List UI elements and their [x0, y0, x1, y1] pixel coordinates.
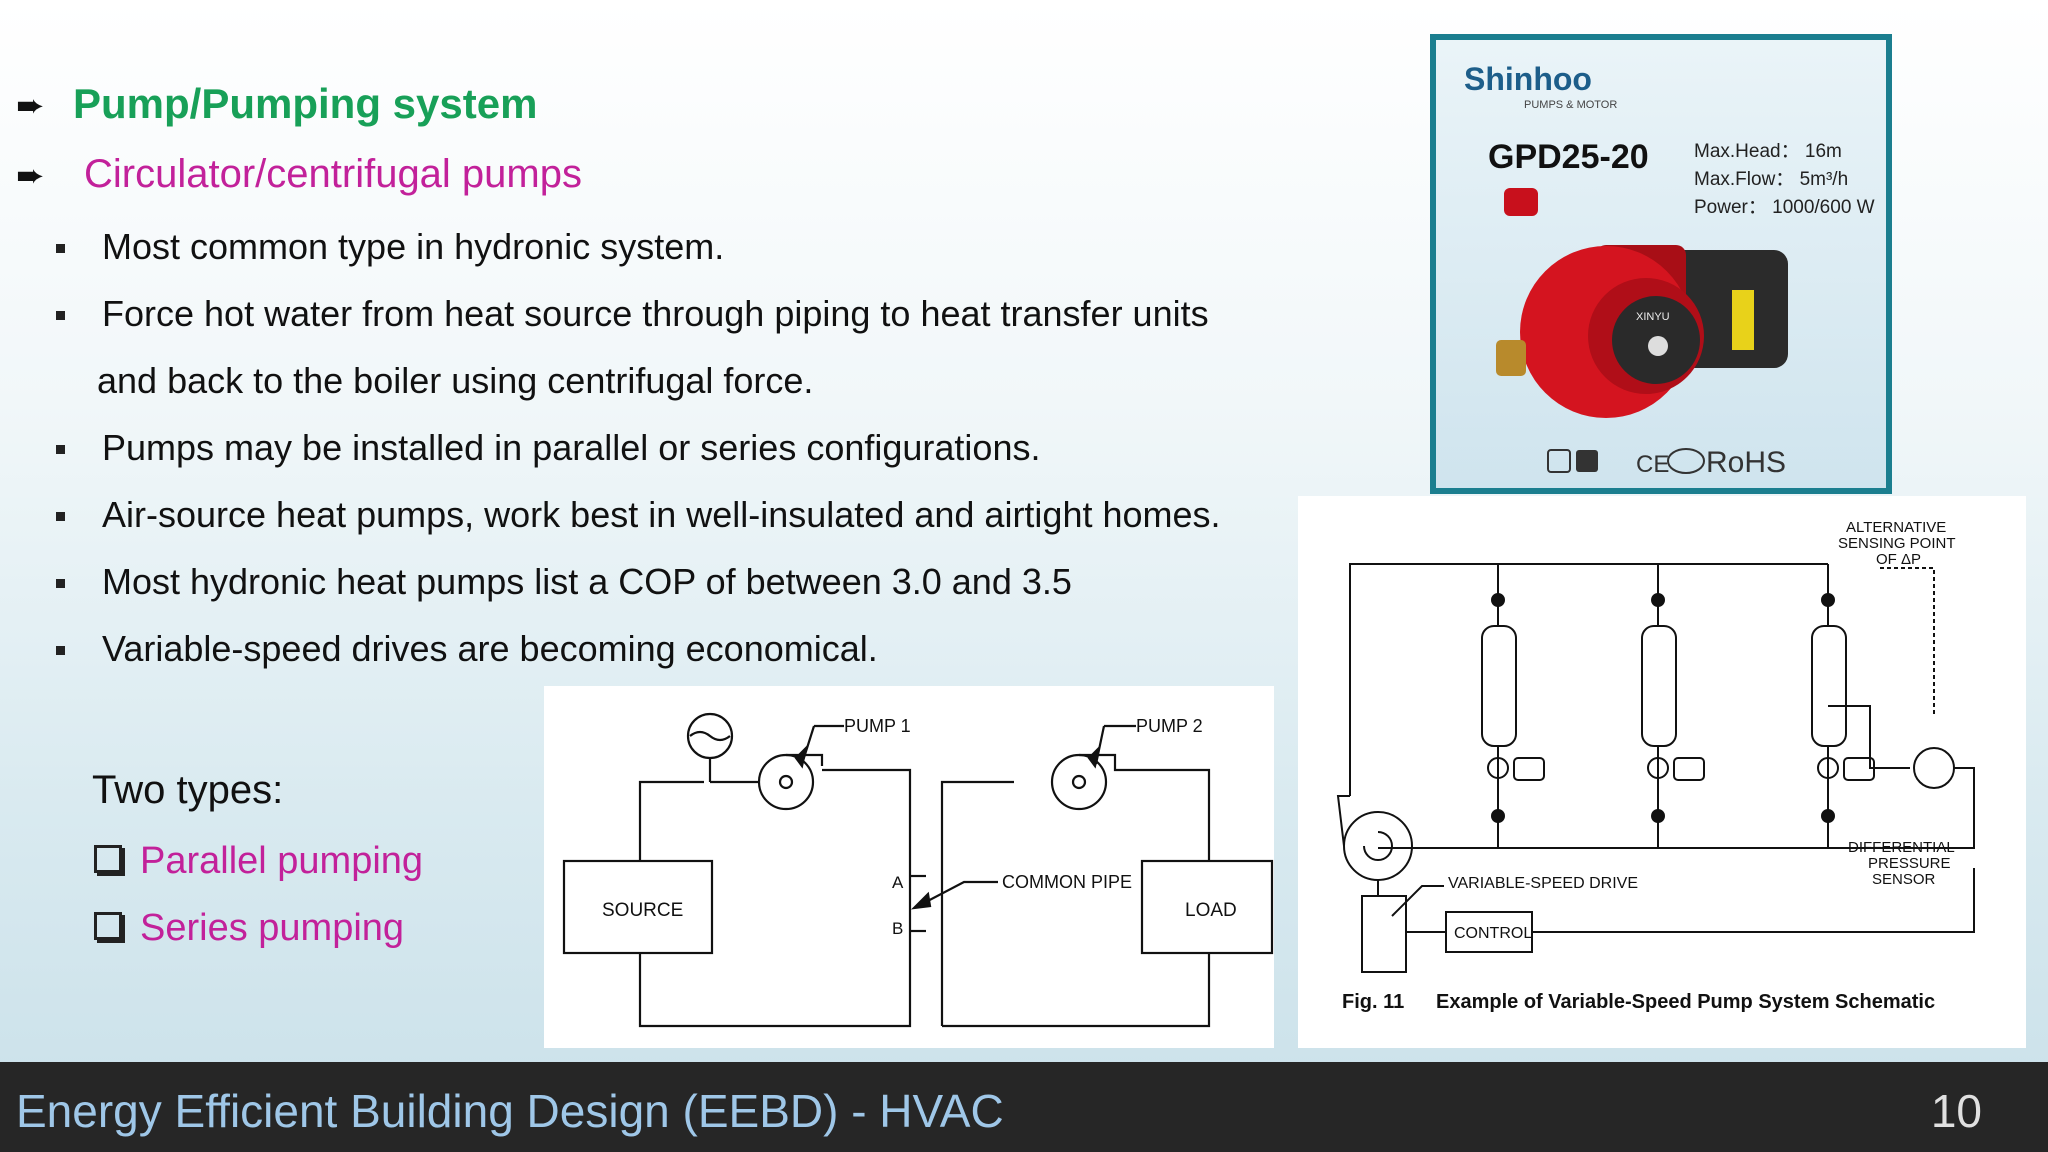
vsd-label: VARIABLE-SPEED DRIVE	[1448, 875, 1638, 892]
alt-sensing-label: ALTERNATIVE	[1846, 519, 1946, 536]
common-pipe-label: COMMON PIPE	[1002, 872, 1132, 892]
port-b-label: B	[892, 919, 903, 938]
square-bullet-icon	[56, 512, 65, 521]
dp-sensor-label: SENSOR	[1872, 871, 1936, 888]
source-box	[562, 859, 714, 955]
port-a-label: A	[892, 873, 904, 892]
vsd-box	[1361, 895, 1407, 973]
load-label: LOAD	[1185, 900, 1237, 921]
checkbox-icon	[94, 912, 122, 940]
slide: ➨ Pump/Pumping system ➨ Circulator/centr…	[16, 34, 2026, 1048]
brand-tagline: PUMPS & MOTOR	[1524, 99, 1617, 111]
type-item-parallel: Parallel pumping	[94, 840, 423, 883]
cert-icon	[1547, 449, 1571, 473]
alt-sensing-label: SENSING POINT	[1838, 535, 1956, 552]
pump-label: XINYU	[1636, 311, 1670, 323]
spec-flow: Max.Flow： 5m³/h	[1694, 169, 1848, 190]
type-item-series: Series pumping	[94, 907, 404, 950]
coil-branch	[1811, 564, 1875, 834]
coil-branch	[1641, 564, 1705, 834]
figure-number: Fig. 11	[1342, 991, 1404, 1013]
dp-sensor-icon	[1913, 747, 1955, 789]
cert-icon	[1576, 450, 1598, 472]
arrow-bullet-icon: ➨	[16, 157, 45, 195]
bullet-item: Most hydronic heat pumps list a COP of b…	[52, 561, 1072, 603]
slide-title: Pump/Pumping system	[73, 80, 538, 127]
alt-sensing-label: OF ΔP	[1876, 551, 1921, 568]
load-supply-pipe	[940, 780, 1014, 1026]
spec-power: Power： 1000/600 W	[1694, 197, 1875, 218]
pump-1-icon	[757, 753, 815, 811]
spec-head: Max.Head： 16m	[1694, 141, 1842, 162]
product-image: Shinhoo PUMPS & MOTOR GPD25-20 Max.Head：…	[1430, 34, 1892, 494]
source-supply-pipe	[638, 780, 704, 861]
coil-branch	[1481, 564, 1545, 834]
variable-speed-diagram: ALTERNATIVE SENSING POINT OF ΔP	[1298, 496, 2026, 1048]
rohs-mark: RoHS	[1706, 446, 1786, 479]
source-label: SOURCE	[602, 900, 683, 921]
square-bullet-icon	[56, 646, 65, 655]
bullet-item: Variable-speed drives are becoming econo…	[52, 628, 878, 670]
ce-mark: CE	[1636, 451, 1669, 478]
square-bullet-icon	[56, 445, 65, 454]
brand-logo: Shinhoo	[1464, 61, 1592, 97]
bullet-item: Force hot water from heat source through…	[52, 293, 1209, 335]
pumping-diagram: SOURCE PUMP 1 A B COMMON PIPE	[544, 686, 1274, 1048]
dp-sensor-label: PRESSURE	[1868, 855, 1951, 872]
square-bullet-icon	[56, 311, 65, 320]
control-label: CONTROL	[1454, 925, 1532, 942]
product-illustration: Shinhoo PUMPS & MOTOR GPD25-20 Max.Head：…	[1464, 61, 1875, 479]
square-bullet-icon	[56, 244, 65, 253]
pump-2-icon	[1050, 753, 1108, 811]
bullet-item: Pumps may be installed in parallel or se…	[52, 427, 1040, 469]
page-number: 10	[1930, 1085, 1982, 1137]
pump-2-label: PUMP 2	[1136, 716, 1203, 736]
pump-1-label: PUMP 1	[844, 716, 911, 736]
expansion-tank-icon	[689, 730, 731, 742]
bullet-item: Most common type in hydronic system.	[52, 226, 724, 268]
dp-sensor-label: DIFFERENTIAL	[1848, 839, 1955, 856]
square-bullet-icon	[56, 579, 65, 588]
types-title: Two types:	[92, 768, 284, 812]
bullet-item: Air-source heat pumps, work best in well…	[52, 494, 1221, 536]
load-box	[1140, 859, 1274, 955]
footer-title: Energy Efficient Building Design (EEBD) …	[16, 1085, 1004, 1137]
slide-subtitle: Circulator/centrifugal pumps	[84, 152, 582, 196]
ccc-icon	[1667, 448, 1705, 474]
bullet-continuation: and back to the boiler using centrifugal…	[97, 360, 814, 401]
model-number: GPD25-20	[1488, 138, 1649, 176]
checkbox-icon	[94, 845, 122, 873]
arrow-bullet-icon: ➨	[16, 87, 45, 125]
pump-icon: XINYU	[1496, 188, 1788, 418]
figure-caption: Example of Variable-Speed Pump System Sc…	[1436, 991, 1935, 1013]
pump-icon	[1343, 811, 1413, 881]
footer-bar: Energy Efficient Building Design (EEBD) …	[0, 1062, 2048, 1152]
